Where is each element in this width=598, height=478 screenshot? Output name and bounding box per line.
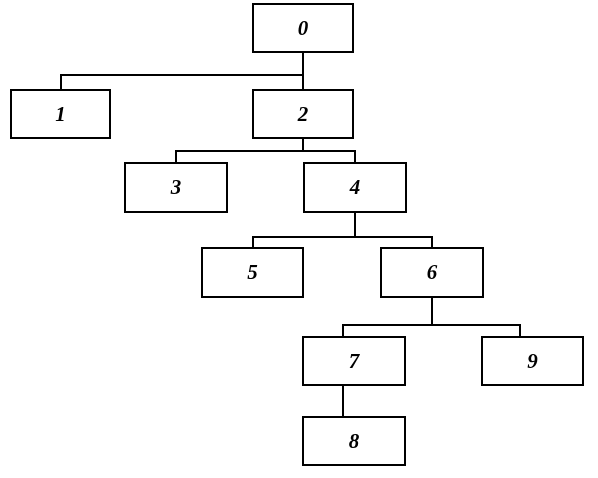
node-3: 3	[124, 162, 228, 213]
node-2-label: 2	[297, 101, 309, 126]
node-1: 1	[10, 89, 111, 139]
node-9: 9	[481, 336, 584, 386]
edge-2-4	[303, 150, 356, 163]
node-7-label: 7	[348, 348, 360, 373]
node-6-label: 6	[426, 260, 438, 284]
edge-4-6	[355, 236, 433, 248]
node-5-label: 5	[247, 260, 258, 284]
node-4-label: 4	[349, 175, 361, 199]
node-5: 5	[201, 247, 304, 298]
edge-6-9	[432, 324, 521, 337]
edge-0-1	[60, 52, 304, 90]
edge-2-3	[175, 138, 304, 163]
node-1-label: 1	[55, 101, 66, 126]
node-0-label: 0	[297, 15, 309, 40]
node-8-label: 8	[348, 428, 360, 453]
node-0: 0	[252, 3, 354, 53]
node-6: 6	[380, 247, 484, 298]
node-8: 8	[302, 416, 406, 466]
node-3-label: 3	[170, 175, 182, 199]
node-4: 4	[303, 162, 407, 213]
node-7: 7	[302, 336, 406, 386]
edge-6-7	[342, 298, 433, 337]
node-9-label: 9	[527, 348, 538, 373]
node-2: 2	[252, 89, 354, 139]
edge-4-5	[252, 213, 356, 248]
